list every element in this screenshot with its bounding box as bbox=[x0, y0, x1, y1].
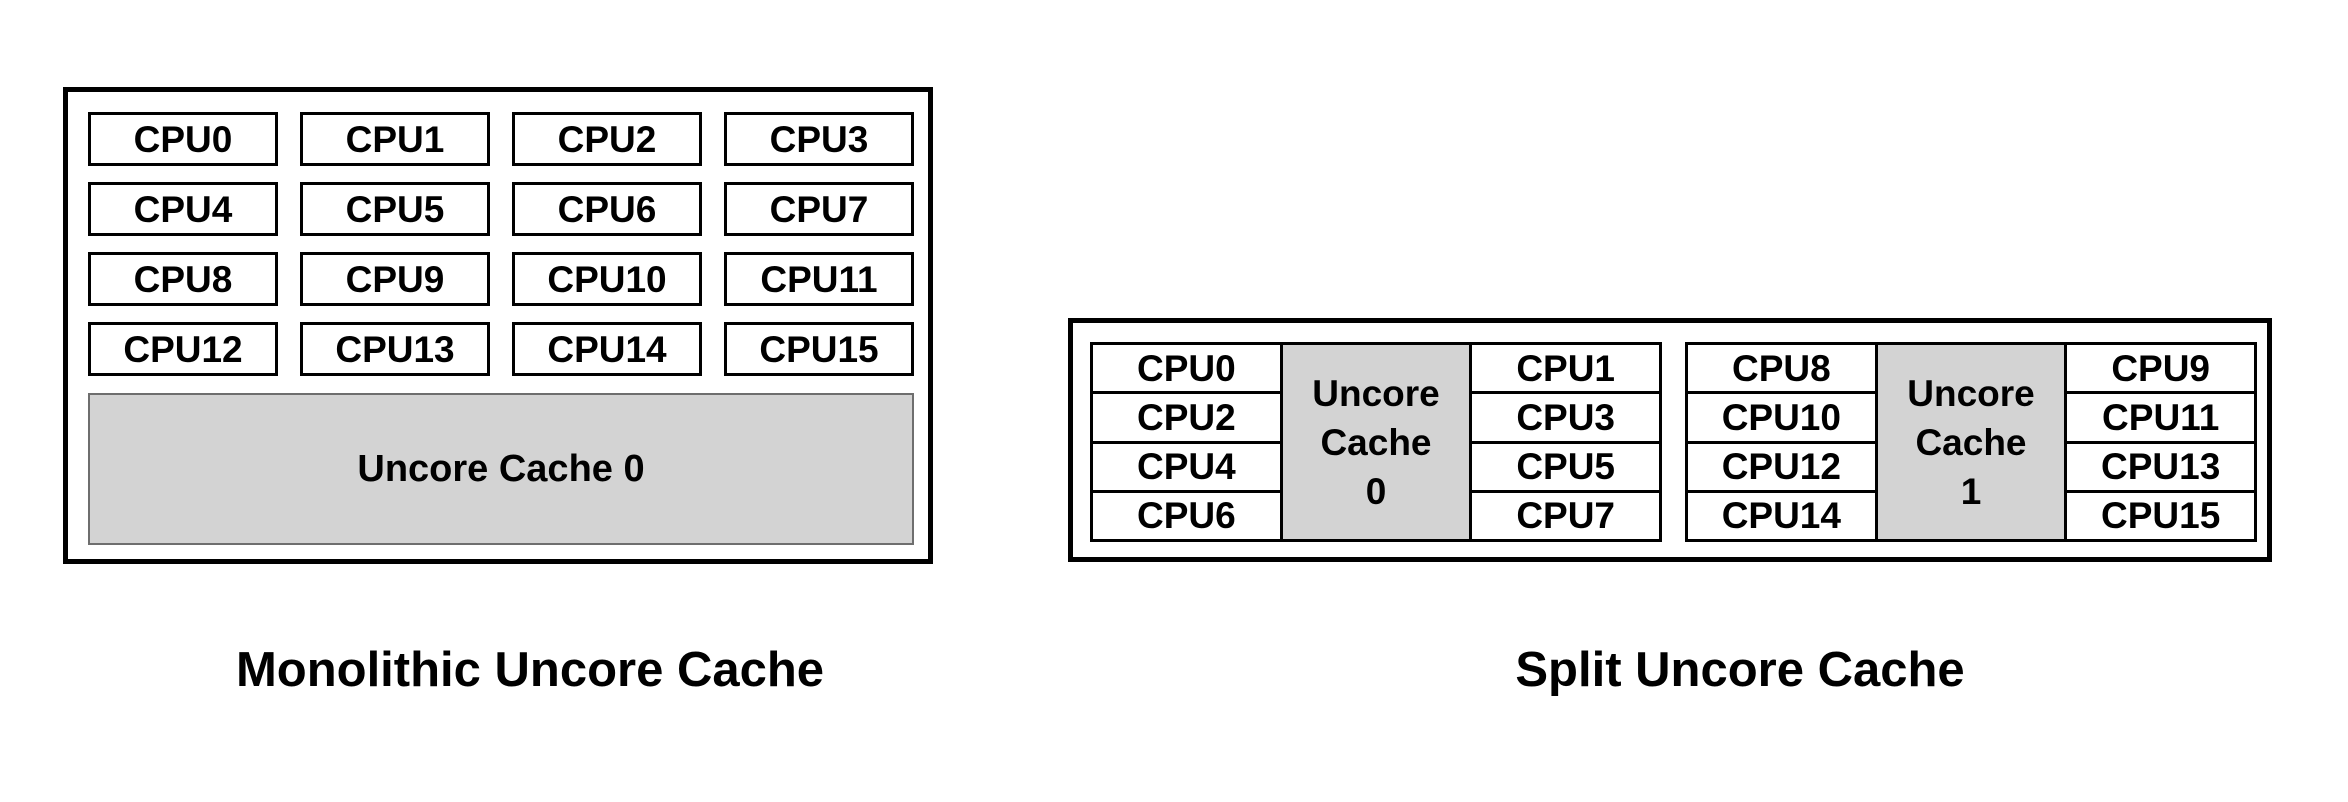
cpu-cell: CPU9 bbox=[2067, 345, 2254, 392]
split-caption: Split Uncore Cache bbox=[1515, 643, 1965, 697]
cpu-cell: CPU4 bbox=[1093, 443, 1280, 490]
split-cluster-1: CPU8 CPU10 CPU12 CPU14 Uncore Cache 1 CP… bbox=[1685, 342, 2257, 542]
cpu-box: CPU4 bbox=[88, 182, 278, 236]
cpu-cell: CPU0 bbox=[1093, 345, 1280, 392]
cpu-box: CPU6 bbox=[512, 182, 702, 236]
uncore-cache-1-cell: Uncore Cache 1 bbox=[1877, 345, 2065, 539]
cpu-box: CPU3 bbox=[724, 112, 914, 166]
cpu-cell: CPU14 bbox=[1688, 492, 1875, 539]
split-cluster-0: CPU0 CPU2 CPU4 CPU6 Uncore Cache 0 CPU1 … bbox=[1090, 342, 1662, 542]
cpu-cell: CPU6 bbox=[1093, 492, 1280, 539]
cpu-box: CPU10 bbox=[512, 252, 702, 306]
cpu-cell: CPU12 bbox=[1688, 443, 1875, 490]
cpu-box: CPU0 bbox=[88, 112, 278, 166]
cpu-box: CPU14 bbox=[512, 322, 702, 376]
cpu-cell: CPU1 bbox=[1472, 345, 1659, 392]
cpu-cell: CPU7 bbox=[1472, 492, 1659, 539]
monolithic-diagram: CPU0 CPU1 CPU2 CPU3 CPU4 CPU5 CPU6 CPU7 … bbox=[63, 87, 933, 564]
cpu-box: CPU12 bbox=[88, 322, 278, 376]
uncore-cache-0-box: Uncore Cache 0 bbox=[88, 393, 914, 545]
cpu-cell: CPU15 bbox=[2067, 492, 2254, 539]
cpu-box: CPU2 bbox=[512, 112, 702, 166]
cpu-cell: CPU11 bbox=[2067, 394, 2254, 441]
cpu-box: CPU9 bbox=[300, 252, 490, 306]
cache-line: Cache bbox=[1320, 421, 1432, 463]
cpu-box: CPU11 bbox=[724, 252, 914, 306]
uncore-cache-0-cell: Uncore Cache 0 bbox=[1282, 345, 1470, 539]
split-diagram: CPU0 CPU2 CPU4 CPU6 Uncore Cache 0 CPU1 … bbox=[1068, 318, 2272, 562]
cache-line: Uncore bbox=[1907, 372, 2035, 414]
monolithic-caption: Monolithic Uncore Cache bbox=[235, 643, 825, 697]
cpu-box: CPU8 bbox=[88, 252, 278, 306]
cpu-box: CPU7 bbox=[724, 182, 914, 236]
cpu-box: CPU1 bbox=[300, 112, 490, 166]
cpu-cell: CPU13 bbox=[2067, 443, 2254, 490]
monolithic-cpu-grid: CPU0 CPU1 CPU2 CPU3 CPU4 CPU5 CPU6 CPU7 … bbox=[88, 112, 914, 376]
cpu-cell: CPU10 bbox=[1688, 394, 1875, 441]
cpu-box: CPU15 bbox=[724, 322, 914, 376]
cpu-cell: CPU3 bbox=[1472, 394, 1659, 441]
cpu-box: CPU13 bbox=[300, 322, 490, 376]
cache-line: 0 bbox=[1365, 470, 1387, 512]
cache-line: Cache bbox=[1915, 421, 2027, 463]
cpu-cell: CPU8 bbox=[1688, 345, 1875, 392]
cpu-cell: CPU5 bbox=[1472, 443, 1659, 490]
cache-line: Uncore bbox=[1312, 372, 1440, 414]
cpu-cell: CPU2 bbox=[1093, 394, 1280, 441]
cpu-box: CPU5 bbox=[300, 182, 490, 236]
cache-line: 1 bbox=[1960, 470, 1982, 512]
